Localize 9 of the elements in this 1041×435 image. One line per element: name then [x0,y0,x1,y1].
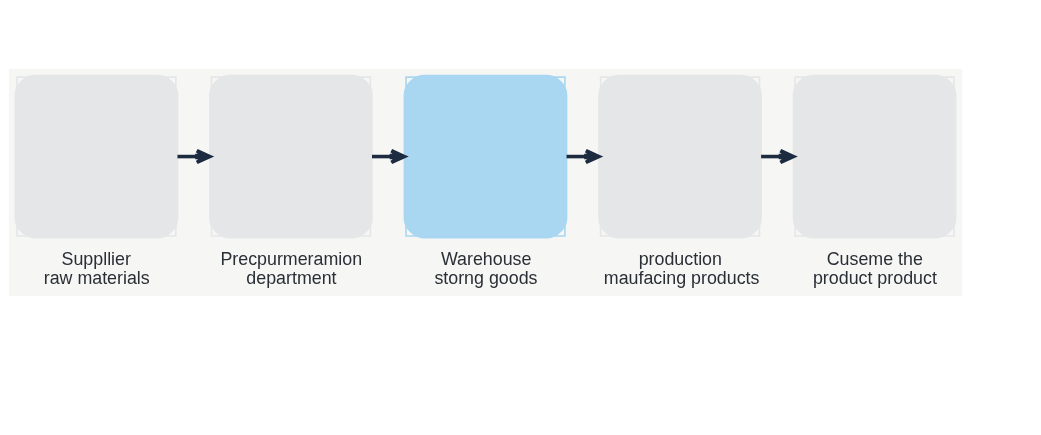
node-label: Cuseme the product product [812,248,937,289]
node-label: Precpurmeramion department [220,248,363,289]
node-label: Warehouse storng goods [434,248,538,289]
arrow [761,148,796,165]
arrow [372,148,407,165]
arrow [177,148,212,165]
arrow [566,148,601,165]
node-label: production maufacing products [603,248,760,289]
node-label: Suppllier raw materials [43,248,150,289]
